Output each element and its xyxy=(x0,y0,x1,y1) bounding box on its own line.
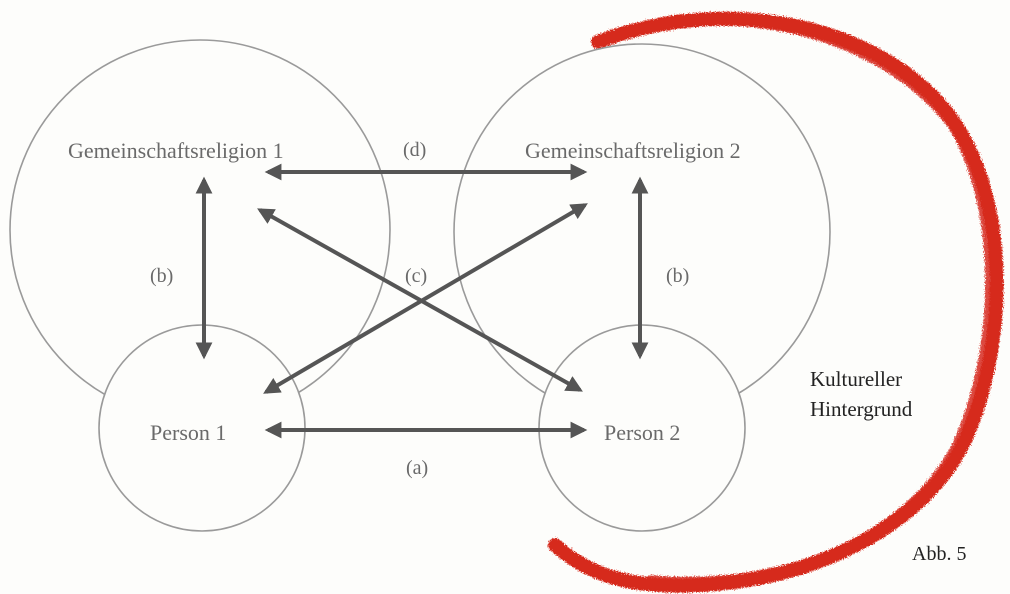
cultural-background-ring xyxy=(548,11,1004,593)
person-1-label: Person 1 xyxy=(150,420,226,445)
cultural-background-label-line1: Kultureller xyxy=(810,367,902,391)
relation-a-label: (a) xyxy=(406,457,428,479)
community-1-label: Gemeinschaftsreligion 1 xyxy=(68,138,284,163)
relation-c-label: (c) xyxy=(405,265,427,287)
relation-b-right-label: (b) xyxy=(666,265,689,287)
cultural-background-label-line2: Hintergrund xyxy=(810,397,913,421)
relation-b-left-label: (b) xyxy=(150,265,173,287)
arrow-c-2 xyxy=(263,203,588,394)
figure-number: Abb. 5 xyxy=(912,543,966,565)
person-2-label: Person 2 xyxy=(604,420,680,445)
community-2-label: Gemeinschaftsreligion 2 xyxy=(525,138,741,163)
relation-d-label: (d) xyxy=(403,139,426,161)
relation-arrows xyxy=(195,163,649,439)
